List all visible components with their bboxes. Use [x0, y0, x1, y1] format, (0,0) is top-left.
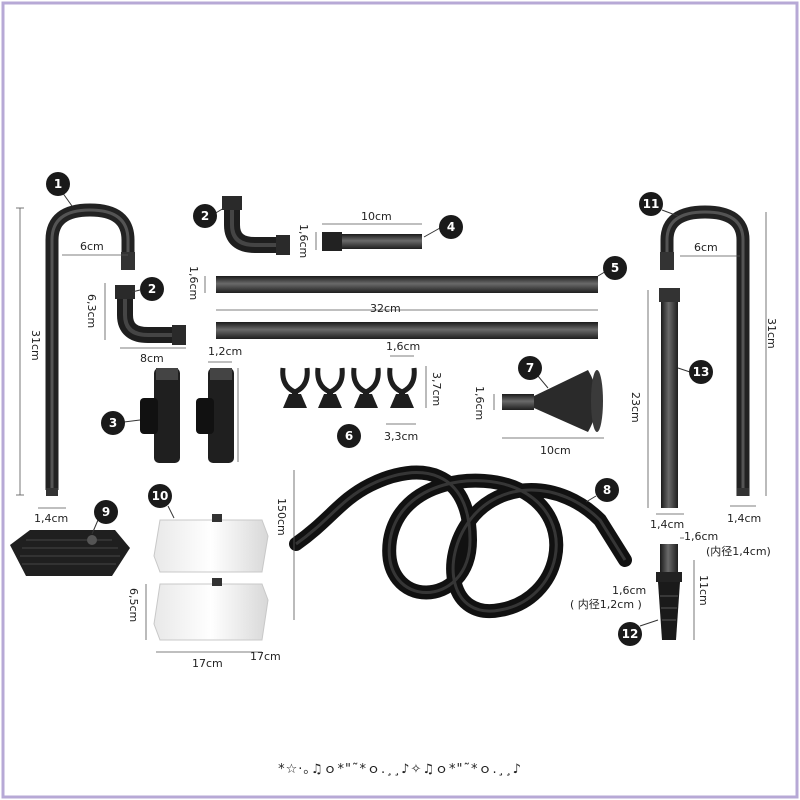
p1-width-label: 6cm	[80, 240, 104, 253]
p11-height-label: 31cm	[765, 318, 778, 349]
badge-3: 3	[101, 411, 141, 435]
badge-13: 13	[677, 360, 713, 384]
p2-width-label: 8cm	[140, 352, 164, 365]
svg-text:13: 13	[693, 365, 710, 379]
svg-text:1: 1	[54, 177, 62, 191]
p7-dia-label: 1,6cm	[473, 386, 486, 420]
badge-1: 1	[46, 172, 73, 207]
p5-length-label: 32cm	[370, 302, 401, 315]
badge-2a: 2	[131, 277, 164, 301]
badge-7: 7	[518, 356, 549, 389]
p4-dia-label: 1,6cm	[297, 224, 310, 258]
svg-text:3: 3	[109, 416, 117, 430]
badge-12: 12	[618, 619, 659, 646]
p12-length-label: 11cm	[697, 575, 710, 606]
p6-dia-label: 1,6cm	[386, 340, 420, 353]
svg-text:4: 4	[447, 220, 455, 234]
p8-length-label: 150cm	[275, 498, 288, 536]
p8-inner-label: ( 内径1,2cm )	[570, 597, 642, 611]
p12-inner-label: (内径1,4cm)	[706, 544, 771, 558]
p1-height-label: 31cm	[29, 330, 42, 361]
badge-8: 8	[585, 478, 619, 503]
part-8-hose-coil	[289, 465, 632, 619]
part-13-straight-pipe	[659, 288, 680, 508]
svg-text:2: 2	[201, 209, 209, 223]
p10-w1-label: 17cm	[192, 657, 223, 670]
p10-w2-label: 17cm	[250, 650, 281, 663]
p13-dia-label: 1,4cm	[650, 518, 684, 531]
badge-9: 9	[91, 500, 118, 535]
p7-length-label: 10cm	[540, 444, 571, 457]
p13-length-label: 23cm	[629, 392, 642, 423]
badge-6: 6	[337, 424, 361, 448]
svg-text:7: 7	[526, 361, 534, 375]
svg-text:9: 9	[102, 505, 110, 519]
p6-base-label: 3,3cm	[384, 430, 418, 443]
p3-dia-label: 1,2cm	[208, 345, 242, 358]
part-9-plate	[10, 530, 130, 576]
svg-text:6: 6	[345, 429, 353, 443]
p2-height-label: 6,3cm	[85, 294, 98, 328]
part-4-short-pipe	[322, 232, 422, 251]
decorative-footer: *☆·｡♫ｏ*"˜*ｏ.¸¸♪✧♫ｏ*"˜*ｏ.¸¸♪	[278, 762, 522, 777]
svg-text:2: 2	[148, 282, 156, 296]
svg-text:12: 12	[622, 627, 639, 641]
part-12-connector	[656, 544, 682, 640]
svg-text:5: 5	[611, 261, 619, 275]
part-2-elbow-upper	[222, 196, 290, 255]
p12-dia-label: 1,6cm	[684, 530, 718, 543]
badge-2b: 2	[193, 204, 225, 228]
svg-text:10: 10	[152, 489, 169, 503]
badge-11: 11	[639, 192, 679, 217]
part-6-suction-cups	[280, 367, 417, 408]
p1-dia-label: 1,4cm	[34, 512, 68, 525]
p4-length-label: 10cm	[361, 210, 392, 223]
p5-dia-label: 1,6cm	[187, 266, 200, 300]
part-7-funnel	[502, 370, 603, 432]
p6-height-label: 3,7cm	[430, 372, 443, 406]
svg-text:11: 11	[643, 197, 660, 211]
p8-dia-label: 1,6cm	[612, 584, 646, 597]
badge-10: 10	[148, 484, 175, 519]
part-2-elbow-lower	[115, 285, 186, 345]
part-11-j-pipe	[660, 205, 750, 496]
part-10-filter-boxes	[153, 514, 269, 641]
part-3-valves	[140, 368, 234, 463]
part-1-j-pipe	[45, 203, 135, 496]
badge-4: 4	[423, 215, 463, 239]
p11-width-label: 6cm	[694, 241, 718, 254]
svg-text:8: 8	[603, 483, 611, 497]
p10-height-label: 6,5cm	[127, 588, 140, 622]
part-5-long-pipes	[216, 276, 598, 339]
p11-dia-label: 1,4cm	[727, 512, 761, 525]
badge-5: 5	[597, 256, 627, 280]
